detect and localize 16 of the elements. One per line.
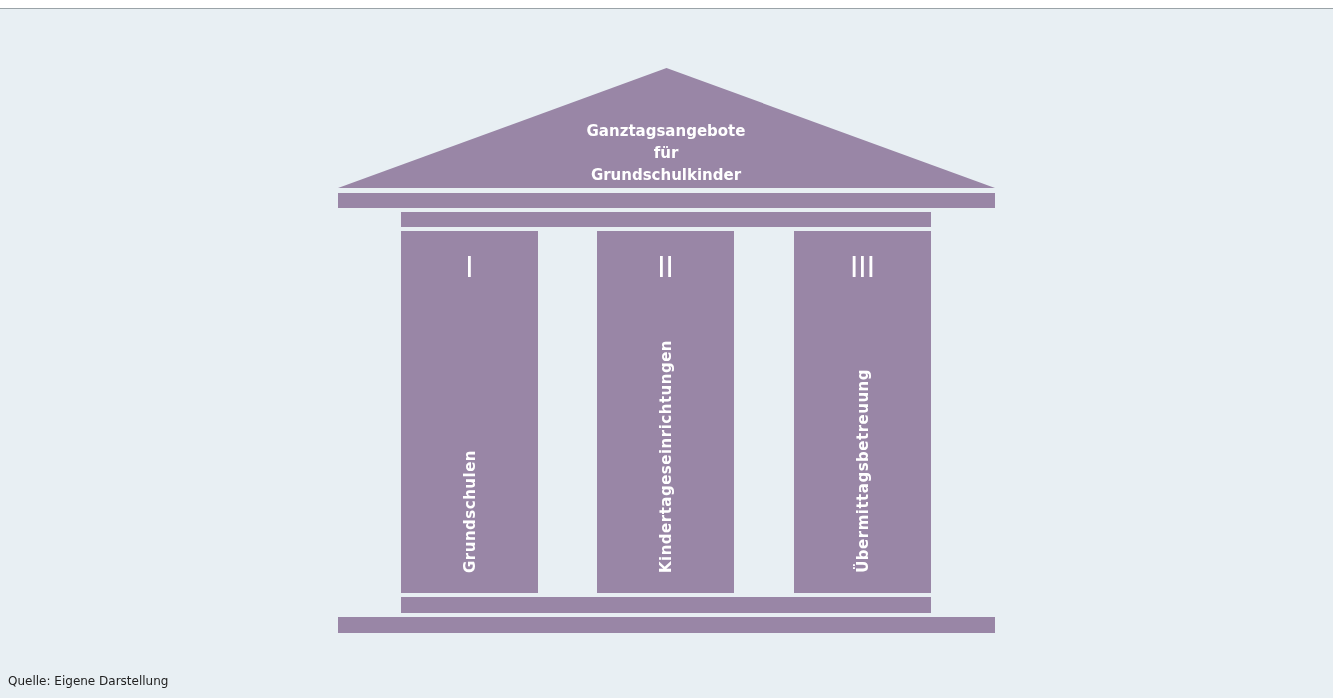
pillar xyxy=(597,231,734,593)
architrave-bar xyxy=(401,212,931,227)
pillar xyxy=(794,231,931,593)
pillar xyxy=(401,231,538,593)
roman-numeral: III xyxy=(849,251,876,284)
roof-triangle xyxy=(338,68,995,188)
source-note: Quelle: Eigene Darstellung xyxy=(8,674,169,688)
pillar-label: Grundschulen xyxy=(460,450,479,573)
roman-numeral: I xyxy=(464,251,475,284)
roof-band xyxy=(338,193,995,208)
plinth-bar xyxy=(401,597,931,613)
pillar-label: Übermittagsbetreuung xyxy=(853,369,872,573)
roof-title: Ganztagsangebote für Grundschulkinder xyxy=(585,121,747,186)
roman-numeral: II xyxy=(656,251,675,284)
pillar-label: Kindertageseinrichtungen xyxy=(656,339,675,573)
base-bar xyxy=(338,617,995,633)
